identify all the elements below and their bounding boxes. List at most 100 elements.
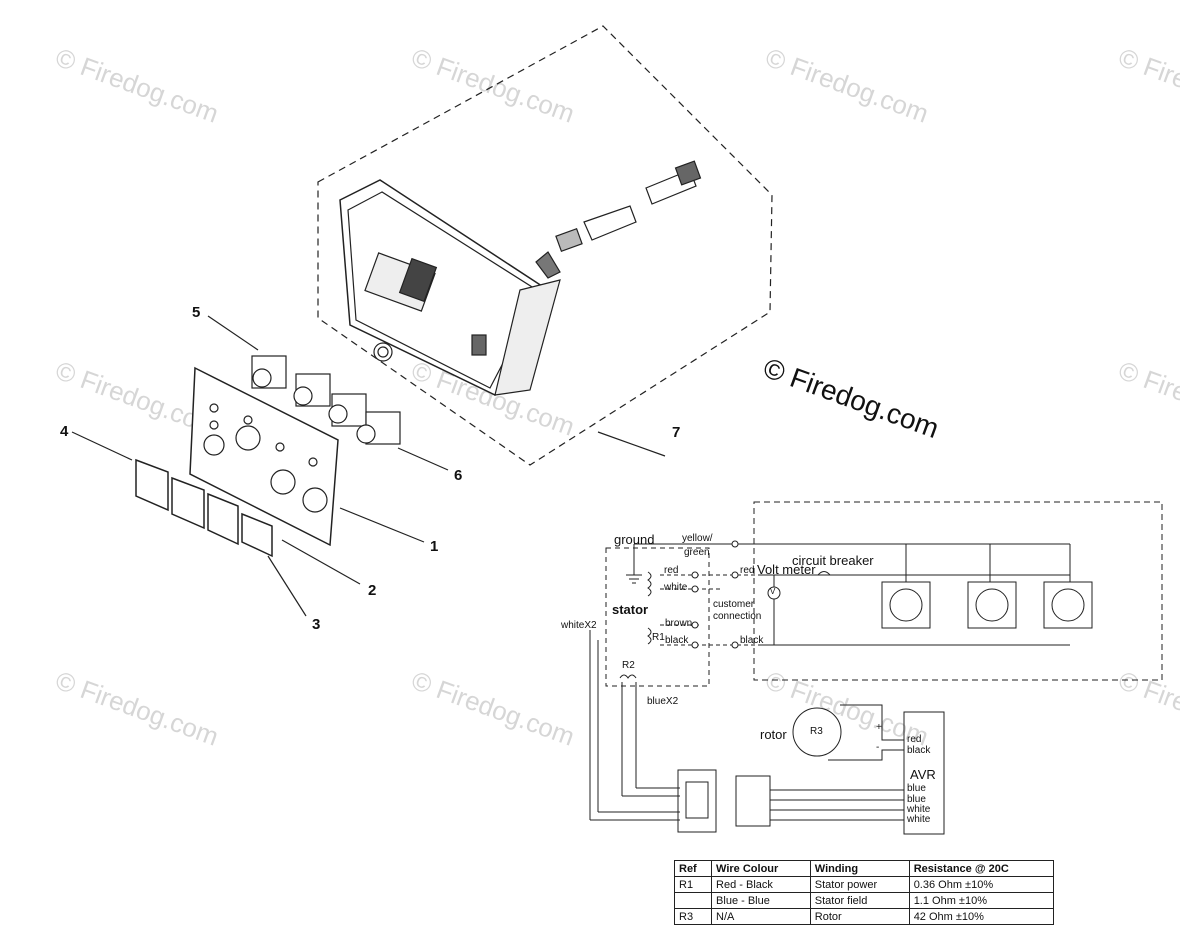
table-row: Blue - Blue Stator field 1.1 Ohm ±10%	[673, 892, 1055, 909]
avr-pin: white	[907, 814, 931, 825]
output-box	[753, 501, 1163, 681]
housing-tab	[471, 334, 487, 356]
label-stator: stator	[612, 602, 649, 617]
socket-cover-c	[207, 492, 239, 546]
stator-coil-r1	[647, 627, 652, 645]
table-cell: R1	[673, 876, 713, 893]
socket-cover-b	[171, 476, 205, 530]
socket-covers	[135, 458, 273, 558]
callout-2: 2	[368, 582, 377, 599]
table-cell: 0.36 Ohm ±10%	[908, 876, 1055, 893]
leader-1	[339, 507, 425, 543]
avr-pin: white	[907, 804, 931, 815]
avr-pin: blue	[907, 794, 926, 805]
callout-4: 4	[60, 423, 69, 440]
table-header-row: Ref Wire Colour Winding Resistance @ 20C	[673, 860, 1055, 877]
leader-3	[267, 555, 307, 617]
callout-1: 1	[430, 538, 439, 555]
table-cell: R3	[673, 908, 713, 925]
stator-box	[605, 547, 710, 687]
housing-grommet-inner	[377, 346, 389, 358]
table-cell: Blue - Blue	[711, 892, 811, 909]
label-plus: +	[876, 722, 882, 733]
socket-cover-d	[241, 512, 273, 558]
label-r2: R2	[622, 660, 635, 671]
table-cell: Rotor	[809, 908, 910, 925]
label-volt-meter: Volt meter	[757, 562, 816, 577]
output-socket-2	[967, 581, 1017, 629]
label-r1: R1	[652, 632, 665, 643]
label-circuit-breaker: circuit breaker	[792, 553, 874, 568]
table-row: R3 N/A Rotor 42 Ohm ±10%	[673, 908, 1055, 925]
cable-end-plug	[674, 160, 702, 186]
table-header: Resistance @ 20C	[908, 860, 1055, 877]
stator-coil-upper	[647, 571, 652, 597]
leader-5	[207, 315, 259, 351]
leader-7	[597, 431, 666, 457]
plug-connector-left	[677, 769, 717, 833]
avr-box	[903, 711, 945, 835]
label-yellow: yellow/	[682, 533, 713, 544]
label-brown: brown	[665, 618, 693, 629]
label-avr: AVR	[910, 767, 936, 782]
label-minus: -	[876, 742, 880, 753]
table-cell: N/A	[711, 908, 811, 925]
table-cell: Stator field	[809, 892, 910, 909]
front-panel-plate	[189, 366, 339, 547]
panel-hole	[209, 403, 219, 413]
callout-6: 6	[454, 467, 463, 484]
avr-pin: red	[907, 734, 922, 745]
rotor-symbol	[792, 707, 842, 757]
label-customer: customer	[713, 599, 755, 610]
cable-sleeve	[583, 205, 637, 241]
plug-connector-right	[735, 775, 771, 827]
stator-coil-r2	[619, 674, 637, 679]
callout-5: 5	[192, 304, 201, 321]
output-socket-1	[881, 581, 931, 629]
avr-pin: blue	[907, 783, 926, 794]
table-cell: 42 Ohm ±10%	[908, 908, 1055, 925]
label-connection: connection	[713, 611, 762, 622]
callout-3: 3	[312, 616, 321, 633]
table-cell: Red - Black	[711, 876, 811, 893]
housing-side	[494, 279, 561, 396]
output-socket-3	[1043, 581, 1093, 629]
label-black-out: black	[740, 635, 764, 646]
breaker-group	[251, 355, 401, 445]
table-header: Winding	[809, 860, 910, 877]
label-ground: ground	[614, 532, 655, 547]
leader-2	[281, 539, 361, 585]
label-blue-x2: blueX2	[647, 696, 679, 707]
housing-grommet	[373, 342, 393, 362]
table-cell: Stator power	[809, 876, 910, 893]
circuit-breaker-symbol	[817, 571, 831, 576]
label-white-stator: white	[664, 582, 688, 593]
label-green: green	[684, 547, 710, 558]
label-black-stator: black	[665, 635, 689, 646]
cable-gland	[535, 251, 561, 279]
table-cell	[673, 892, 713, 909]
label-white-x2: whiteX2	[561, 620, 597, 631]
table-header: Wire Colour	[711, 860, 811, 877]
table-header: Ref	[673, 860, 713, 877]
avr-pin: black	[907, 745, 931, 756]
volt-meter-symbol	[767, 586, 781, 600]
leader-4	[71, 431, 133, 461]
resistance-table: Ref Wire Colour Winding Resistance @ 20C…	[673, 860, 1055, 925]
cable-connector	[555, 227, 583, 253]
table-row: R1 Red - Black Stator power 0.36 Ohm ±10…	[673, 876, 1055, 893]
callout-7: 7	[672, 424, 681, 441]
housing-block	[398, 257, 438, 303]
label-v: V	[770, 587, 776, 596]
label-rotor: rotor	[760, 727, 787, 742]
leader-6	[397, 447, 449, 471]
socket-cover-a	[135, 458, 169, 512]
table-cell: 1.1 Ohm ±10%	[908, 892, 1055, 909]
label-r3: R3	[810, 726, 823, 737]
label-red-stator: red	[664, 565, 679, 576]
label-red-out: red	[740, 565, 755, 576]
assembly-boundary	[317, 25, 773, 466]
